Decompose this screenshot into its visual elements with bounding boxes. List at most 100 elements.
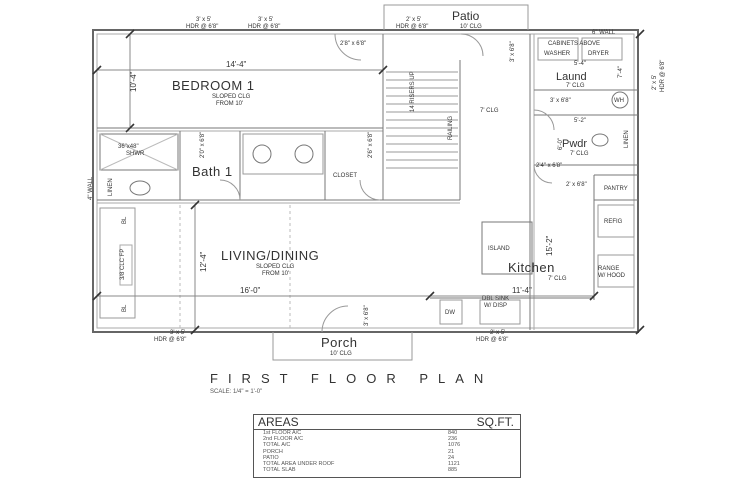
window-callout: 2' x 5' bbox=[490, 330, 505, 336]
powder-label: Pwdr bbox=[562, 138, 587, 150]
dim-bedroom-width: 14'-4" bbox=[226, 60, 247, 69]
door-callout: 2'6" x 6'8" bbox=[368, 132, 374, 158]
dim-laundry: 5'-4" bbox=[574, 61, 586, 67]
refrigerator-label: REFIG bbox=[604, 219, 623, 225]
dishwasher-label: DW bbox=[445, 310, 455, 316]
sink-label-1: DBL SINK bbox=[482, 296, 509, 302]
washer-label: WASHER bbox=[544, 51, 571, 57]
porch-outline bbox=[272, 332, 413, 361]
dishwasher bbox=[439, 299, 463, 325]
patio-label: Patio bbox=[452, 9, 480, 23]
window-callout: 3' x 5' bbox=[170, 330, 185, 336]
areas-header-left: AREAS bbox=[258, 415, 299, 429]
dim-kitchen-width: 11'-4" bbox=[512, 286, 532, 295]
stair-ceiling: 7' CLG bbox=[480, 108, 499, 114]
areas-header-right: SQ.FT. bbox=[476, 415, 514, 429]
railing-label: RAILING bbox=[448, 116, 454, 140]
cabinets-label: CABINETS ABOVE bbox=[548, 41, 600, 47]
kitchen-ceiling: 7' CLG bbox=[548, 276, 567, 282]
living-ceiling-1: SLOPED CLG bbox=[256, 264, 295, 270]
window-callout: 3' x 5' bbox=[196, 17, 211, 23]
door-callout: 2'4" x 6'8" bbox=[536, 163, 562, 169]
bedroom-ceiling-1: SLOPED CLG bbox=[212, 94, 251, 100]
living-ceiling-2: FROM 10' bbox=[262, 271, 289, 277]
dryer-label: DRYER bbox=[588, 51, 610, 57]
window-callout: 2' x 5' bbox=[406, 17, 421, 23]
dim-bedroom-depth: 10'-4" bbox=[129, 71, 138, 92]
range-label-2: W/ HOOD bbox=[598, 273, 626, 279]
island bbox=[481, 221, 533, 275]
sink bbox=[294, 144, 314, 164]
wall-6in-label: 6" WALL bbox=[592, 30, 616, 36]
dim-laundry-depth: 7'-4" bbox=[618, 66, 624, 78]
patio-ceiling: 10' CLG bbox=[460, 24, 482, 30]
exterior-wall bbox=[92, 29, 639, 333]
window-callout: HDR @ 6'8" bbox=[154, 337, 186, 343]
water-heater-label: WH bbox=[614, 98, 624, 104]
door-callout: 3' x 6'8" bbox=[550, 98, 571, 104]
window-callout: HDR @ 6'8" bbox=[248, 24, 280, 30]
fireplace-label: 3/8 CLC FP bbox=[120, 249, 126, 280]
built-in-label: BL bbox=[122, 304, 128, 312]
porch-label: Porch bbox=[321, 335, 357, 350]
sink bbox=[252, 144, 272, 164]
island-label: ISLAND bbox=[488, 246, 510, 252]
bedroom-label: BEDROOM 1 bbox=[172, 78, 255, 93]
shower-label-1: 36"x48" bbox=[118, 144, 139, 150]
range bbox=[597, 254, 635, 288]
dryer bbox=[581, 37, 623, 61]
toilet bbox=[129, 180, 151, 196]
door-callout: 2'0" x 6'8" bbox=[200, 132, 206, 158]
door-callout: 3' x 6'8" bbox=[510, 41, 516, 62]
linen-label: LINEN bbox=[624, 130, 630, 148]
areas-header: AREAS SQ.FT. bbox=[254, 415, 520, 430]
shower bbox=[99, 133, 179, 171]
door-callout: 2'8" x 6'8" bbox=[340, 41, 366, 47]
living-label: LIVING/DINING bbox=[221, 248, 319, 263]
wall-4in-label: 4" WALL bbox=[88, 176, 94, 200]
water-heater bbox=[611, 91, 629, 109]
window-callout: HDR @ 6'8" bbox=[396, 24, 428, 30]
patio-outline bbox=[383, 4, 529, 30]
refrigerator bbox=[597, 204, 635, 238]
porch-ceiling: 10' CLG bbox=[330, 351, 352, 357]
linen-label: LINEN bbox=[108, 178, 114, 196]
stairs-label: 14 RISERS UP bbox=[410, 71, 416, 112]
closet-label: CLOSET bbox=[333, 173, 357, 179]
window-callout: 3' x 5' bbox=[258, 17, 273, 23]
door-callout: 2' x 6'8" bbox=[566, 182, 587, 188]
dim-living-depth: 12'-4" bbox=[199, 251, 208, 272]
plan-scale: SCALE: 1/4" = 1'-0" bbox=[210, 389, 263, 395]
window-callout: HDR @ 6'8" bbox=[660, 60, 666, 92]
dim-powder: 5'-2" bbox=[574, 118, 586, 124]
window-callout: 2' x 5' bbox=[652, 75, 658, 90]
double-sink bbox=[479, 299, 521, 325]
dim-living-width: 16'-0" bbox=[240, 286, 261, 295]
powder-ceiling: 7' CLG bbox=[570, 151, 589, 157]
powder-toilet bbox=[591, 133, 609, 147]
door-callout: 3' x 6'8" bbox=[364, 305, 370, 326]
dim-powder-depth: 6'-0" bbox=[558, 138, 564, 150]
washer bbox=[537, 37, 579, 61]
laundry-label: Laund bbox=[556, 71, 587, 83]
vanity bbox=[242, 133, 324, 175]
kitchen-label: Kitchen bbox=[508, 260, 555, 275]
plan-title: FIRST FLOOR PLAN bbox=[210, 371, 494, 386]
bedroom-ceiling-2: FROM 10' bbox=[216, 101, 243, 107]
window-callout: HDR @ 6'8" bbox=[186, 24, 218, 30]
sink-label-2: W/ DISP bbox=[484, 303, 507, 309]
window-callout: HDR @ 6'8" bbox=[476, 337, 508, 343]
dim-kitchen-depth: 15'-2" bbox=[545, 235, 554, 256]
shower-label-2: SHWR bbox=[126, 151, 145, 157]
pantry-label: PANTRY bbox=[604, 186, 628, 192]
range-label-1: RANGE bbox=[598, 266, 619, 272]
